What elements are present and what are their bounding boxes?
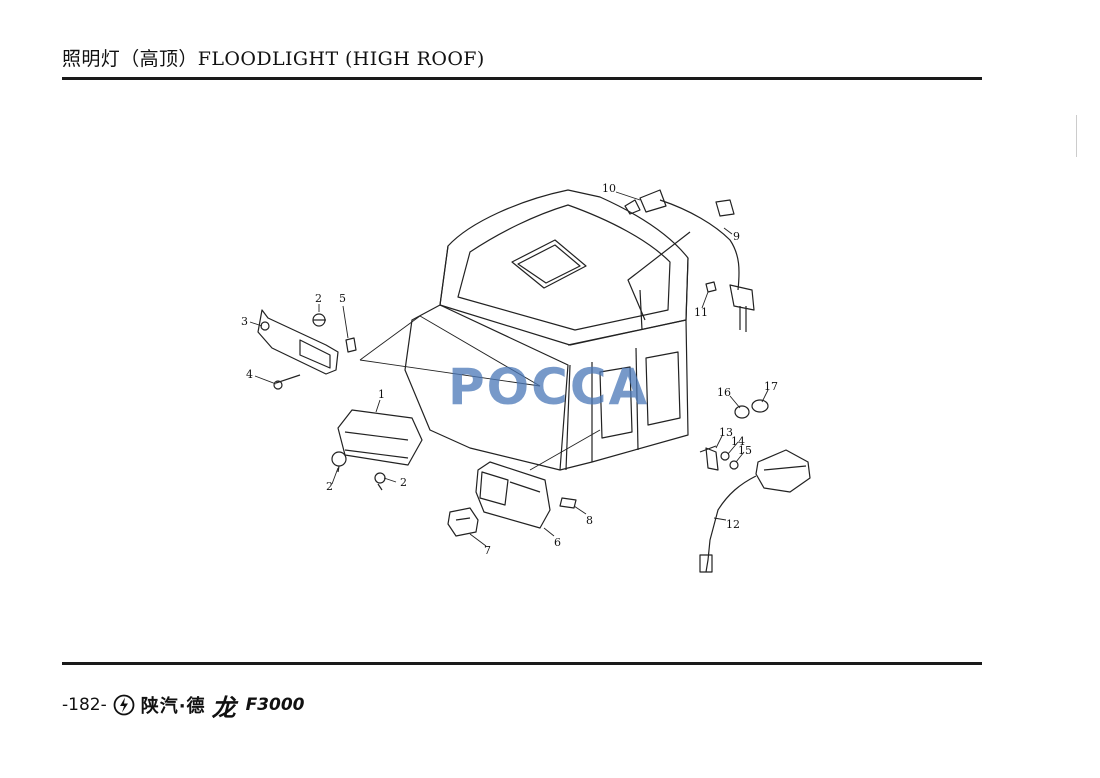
callout-16: 16: [717, 386, 731, 399]
callout-11: 11: [694, 306, 708, 319]
callout-6: 6: [554, 536, 561, 549]
callout-15: 15: [738, 444, 752, 457]
callout-17: 17: [764, 380, 778, 393]
page-title: 照明灯（高顶）FLOODLIGHT (HIGH ROOF): [62, 48, 485, 70]
callout-2-lower-left: 2: [326, 480, 333, 493]
cab-body: [404, 189, 689, 471]
part-15-nut: [729, 460, 739, 470]
callout-5: 5: [339, 292, 346, 305]
brand-name-cn: 陕汽·德: [140, 696, 206, 717]
callout-1: 1: [378, 388, 385, 401]
shacman-logo-icon: [113, 694, 135, 716]
part-2-bulbs-lower: [331, 451, 386, 491]
callout-9: 9: [733, 230, 740, 243]
part-13-bracket: [699, 445, 719, 471]
callout-12: 12: [726, 518, 740, 531]
callout-13: 13: [719, 426, 733, 439]
leader-lines: [249, 191, 769, 547]
footer: -182- 陕汽·德 龙 F3000: [62, 690, 305, 722]
part-8-bulb: [559, 497, 577, 509]
part-2-bulb-top: [312, 313, 326, 327]
part-17-grommet: [751, 399, 769, 413]
callout-10: 10: [602, 182, 616, 195]
watermark: POCCA: [448, 358, 650, 416]
model-name: F3000: [245, 695, 305, 715]
part-14-washer: [720, 451, 730, 461]
page-number: -182-: [62, 695, 107, 715]
brand-dragon-glyph: 龙: [211, 692, 236, 722]
part-10-connector: [624, 189, 667, 215]
part-7-switch: [447, 507, 479, 537]
part-16-grommet: [734, 405, 750, 419]
callout-14: 14: [731, 435, 745, 448]
part-12-work-lamp: [699, 449, 811, 573]
part-11-fastener: [705, 281, 717, 293]
callout-3: 3: [241, 315, 248, 328]
callout-2-top: 2: [315, 292, 322, 305]
scan-edge-mark: [1076, 115, 1077, 157]
callout-7: 7: [484, 544, 491, 557]
part-1-roof-lamp: [337, 409, 423, 466]
part-6-floodlight: [475, 461, 551, 529]
callout-8: 8: [586, 514, 593, 527]
footer-rule: [62, 662, 982, 665]
callout-4: 4: [246, 368, 253, 381]
part-9-harness: [627, 199, 755, 332]
callout-2-lower-right: 2: [400, 476, 407, 489]
part-3-side-lamp: [257, 309, 339, 390]
header-rule: [62, 77, 982, 80]
part-5-lamp-holder: [345, 337, 357, 353]
